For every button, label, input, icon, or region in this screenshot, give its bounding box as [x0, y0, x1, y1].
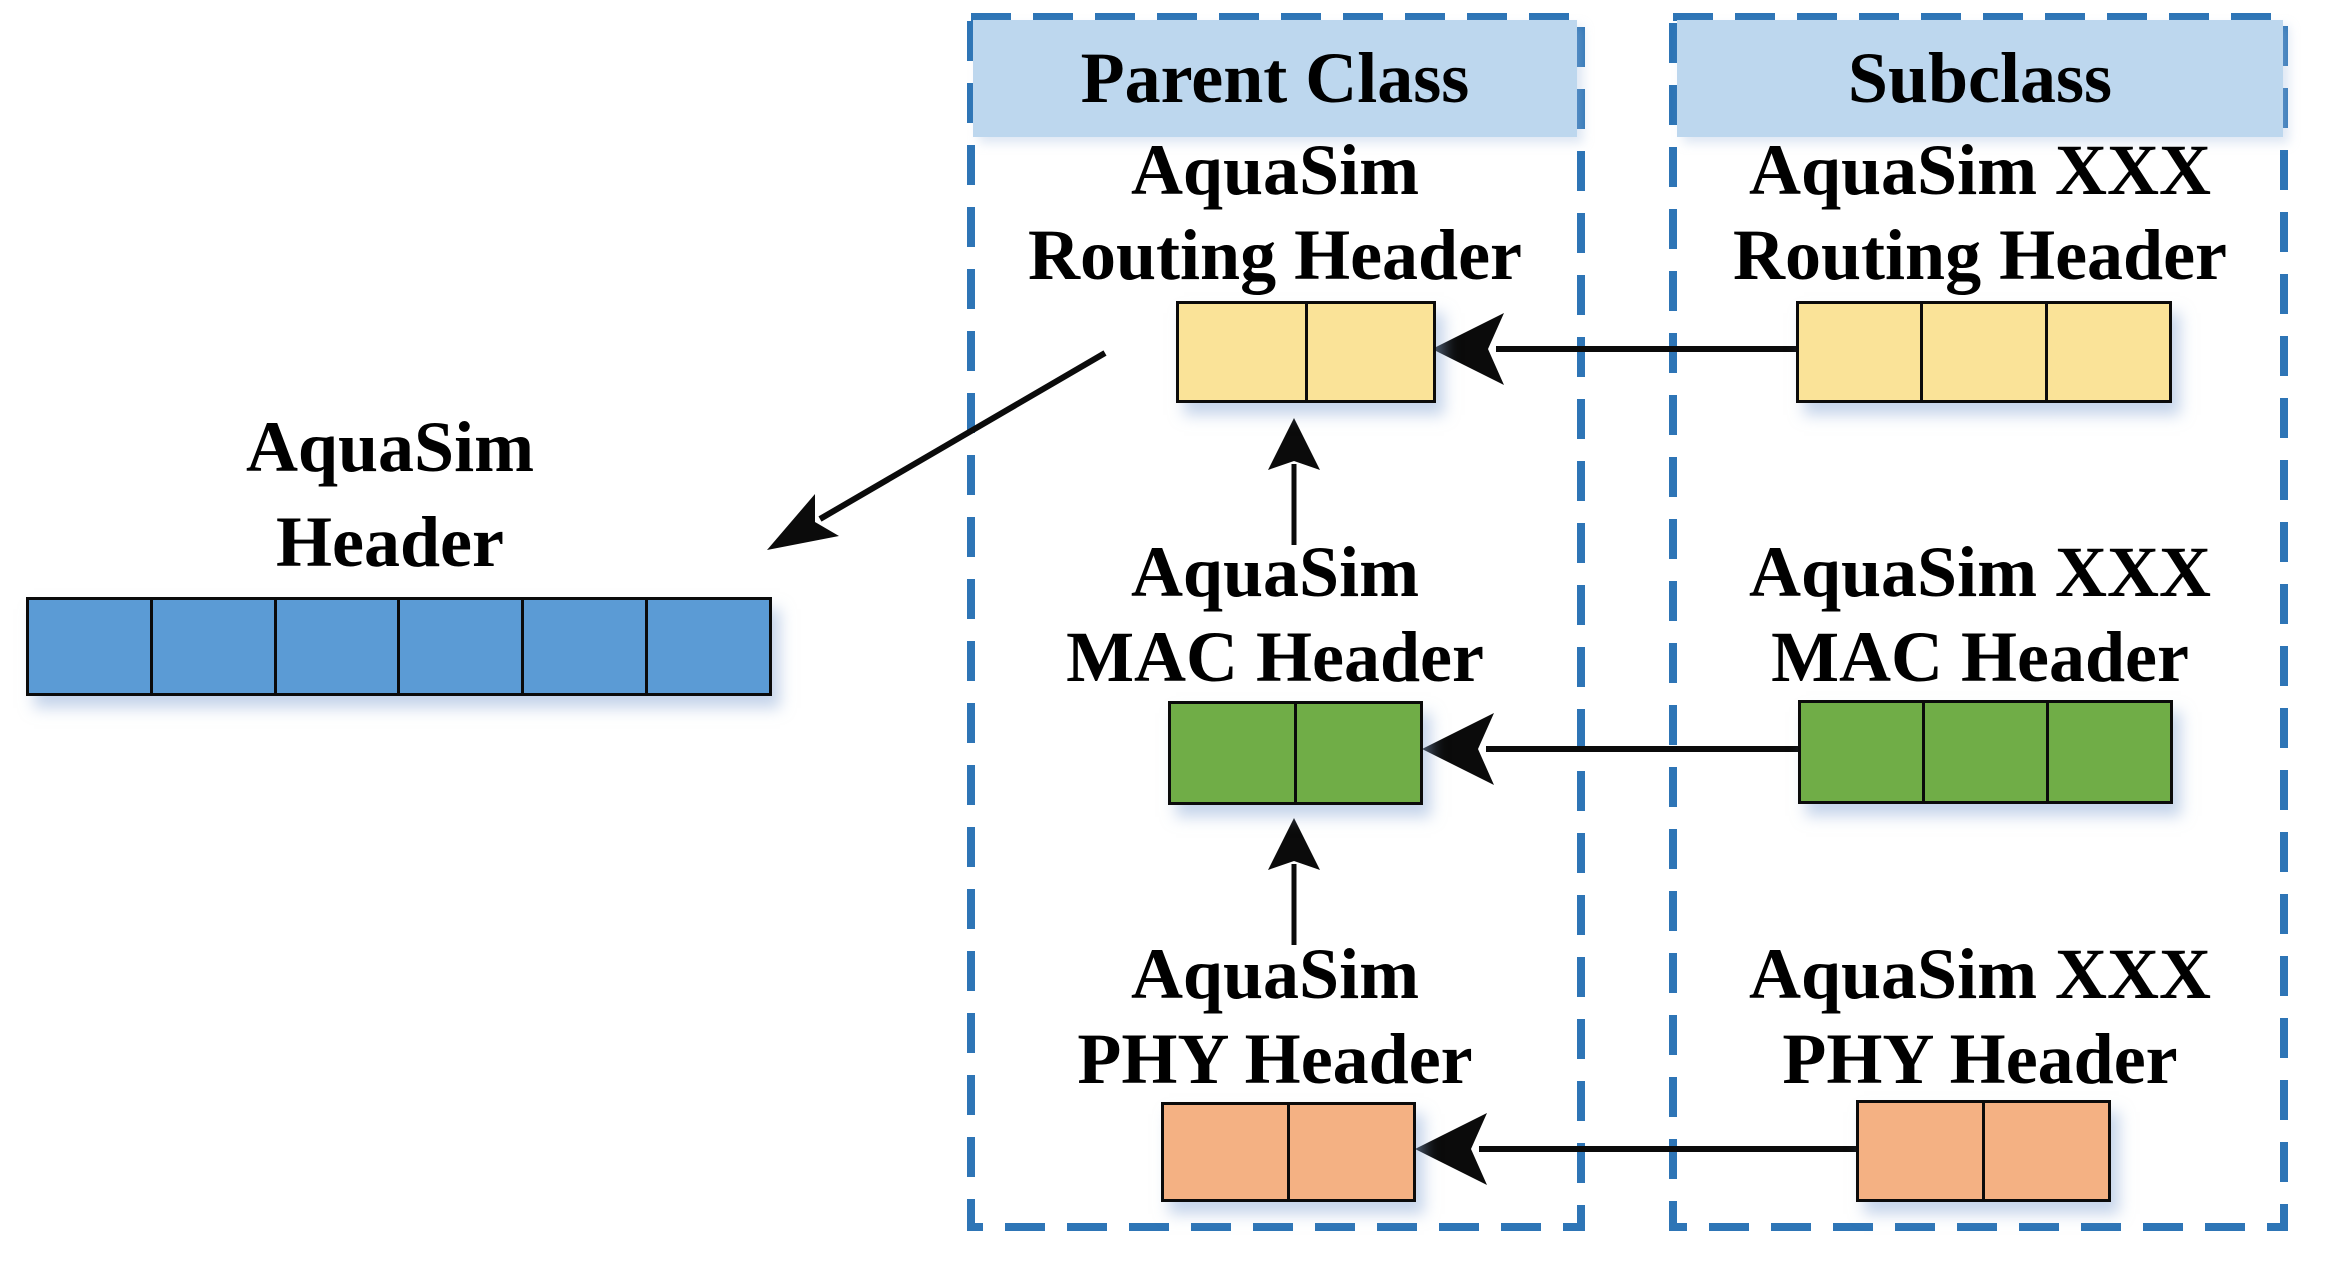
bar-cell: [2047, 304, 2169, 400]
parent-phy-header-bar: [1161, 1102, 1416, 1202]
label-line: Routing Header: [1028, 215, 1522, 295]
label-line: AquaSim: [1130, 934, 1420, 1014]
aquasim-header-label: AquaSim Header: [40, 400, 740, 590]
label-line: AquaSim: [1130, 532, 1420, 612]
bar-cell: [1859, 1103, 1985, 1199]
bar-cell: [1290, 1105, 1413, 1199]
bar-cell: [276, 600, 401, 693]
label-line: PHY Header: [1077, 1019, 1473, 1099]
parent-mac-header-bar: [1168, 701, 1423, 805]
bar-cell: [29, 600, 153, 693]
label-line: AquaSim XXX: [1748, 532, 2212, 612]
subclass-dashed-border: [1669, 13, 2288, 1231]
subclass-phy-header-label: AquaSim XXX PHY Header: [1677, 932, 2283, 1102]
bar-cell: [648, 600, 769, 693]
label-line: MAC Header: [1066, 617, 1484, 697]
label-line: Header: [276, 502, 504, 582]
bar-cell: [1923, 304, 2048, 400]
bar-cell: [1297, 704, 1420, 802]
bar-cell: [2049, 703, 2170, 801]
bar-cell: [1925, 703, 2049, 801]
label-line: AquaSim XXX: [1748, 934, 2212, 1014]
subclass-mac-header-bar: [1798, 700, 2173, 804]
arrow-subclass-routing-to-parent-routing: [1432, 313, 1796, 385]
label-line: PHY Header: [1782, 1019, 2178, 1099]
bar-cell: [524, 600, 649, 693]
parent-class-column-header: Parent Class: [973, 20, 1577, 137]
arrow-phy-to-mac: [1268, 818, 1320, 945]
label-line: MAC Header: [1771, 617, 2189, 697]
label-line: AquaSim XXX: [1748, 130, 2212, 210]
subclass-phy-header-bar: [1856, 1100, 2111, 1202]
bar-cell: [152, 600, 277, 693]
label-line: AquaSim: [1130, 130, 1420, 210]
aquasim-header-bar: [26, 597, 772, 696]
arrow-routing-to-aquasim-header: [767, 350, 1107, 550]
subclass-routing-header-bar: [1796, 301, 2172, 403]
bar-cell: [1164, 1105, 1290, 1199]
label-line: AquaSim: [245, 407, 535, 487]
bar-cell: [1799, 304, 1924, 400]
subclass-routing-header-label: AquaSim XXX Routing Header: [1677, 128, 2283, 298]
arrow-subclass-phy-to-parent-phy: [1415, 1113, 1856, 1185]
parent-phy-header-label: AquaSim PHY Header: [973, 932, 1577, 1102]
arrow-mac-to-routing: [1268, 418, 1320, 545]
bar-cell: [1171, 704, 1297, 802]
bar-cell: [1307, 304, 1433, 400]
bar-cell: [1801, 703, 1925, 801]
arrow-subclass-mac-to-parent-mac: [1422, 713, 1798, 785]
bar-cell: [1985, 1103, 2108, 1199]
parent-class-dashed-border: [967, 13, 1585, 1231]
subclass-column-header: Subclass: [1677, 20, 2283, 137]
parent-mac-header-label: AquaSim MAC Header: [973, 530, 1577, 700]
label-line: Routing Header: [1733, 215, 2227, 295]
subclass-mac-header-label: AquaSim XXX MAC Header: [1677, 530, 2283, 700]
bar-cell: [400, 600, 525, 693]
parent-routing-header-bar: [1176, 301, 1436, 403]
parent-routing-header-label: AquaSim Routing Header: [973, 128, 1577, 298]
bar-cell: [1179, 304, 1308, 400]
